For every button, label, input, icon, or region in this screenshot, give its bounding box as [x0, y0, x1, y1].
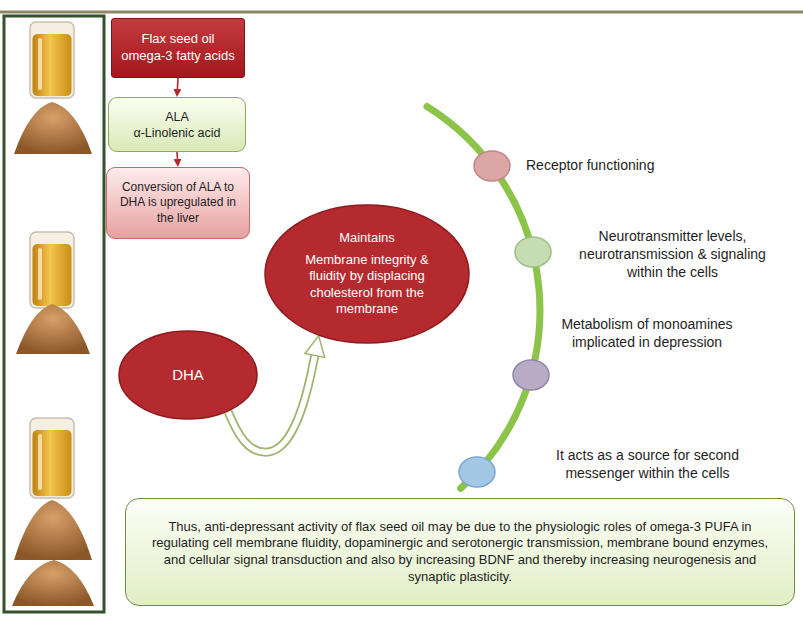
- oil-liquid: [33, 244, 72, 306]
- vial-glass: [30, 232, 74, 308]
- circle-label: Neurotransmitter levels, neurotransmissi…: [575, 228, 770, 282]
- shape-outline: [458, 456, 496, 488]
- role-circle: It acts as a source for second messenger…: [458, 456, 496, 488]
- frame-line: [0, 11, 803, 14]
- glass-highlight: [38, 434, 42, 490]
- node-text: Membrane integrity & fluidity by displac…: [291, 252, 443, 319]
- node-text: Conversion of ALA to DHA is upregulated …: [113, 180, 243, 226]
- role-circle: Receptor functioning: [473, 150, 511, 182]
- source-box: Flax seed oil omega-3 fatty acids: [111, 18, 245, 78]
- connector-arrow: [177, 78, 179, 89]
- flax-powder: [12, 560, 94, 606]
- node-text: α-Linolenic acid: [133, 125, 220, 141]
- circle-label: Receptor functioning: [526, 157, 726, 175]
- shape-fill: [265, 205, 469, 343]
- arrow-line: [177, 78, 179, 89]
- role-circle: Neurotransmitter levels, neurotransmissi…: [514, 236, 552, 268]
- arrow-line: [176, 152, 178, 159]
- role-circle: Metabolism of monoamines implicated in d…: [512, 359, 550, 391]
- vial-glass: [30, 22, 74, 98]
- oil-liquid: [33, 430, 72, 496]
- shape-fill: [459, 457, 495, 487]
- connector-arrow: [177, 152, 178, 159]
- effect-ellipse: MaintainsMembrane integrity & fluidity b…: [264, 204, 470, 344]
- flax-powder: [16, 304, 90, 354]
- shape-fill: [513, 360, 549, 390]
- node-heading: Maintains: [291, 230, 443, 247]
- flax-powder: [14, 102, 92, 154]
- node-text: Flax seed oil omega-3 fatty acids: [118, 31, 238, 64]
- shape-fill: [119, 331, 257, 419]
- glass-highlight: [38, 38, 42, 90]
- circle-label: Metabolism of monoamines implicated in d…: [560, 316, 734, 352]
- shape-fill: [474, 151, 510, 181]
- vial-glass: [30, 418, 74, 498]
- circle-label: It acts as a source for second messenger…: [530, 447, 765, 483]
- glass-highlight: [38, 248, 42, 300]
- shape-outline: [473, 150, 511, 182]
- shape-fill: [515, 237, 551, 267]
- shape-outline: [514, 236, 552, 268]
- oil-liquid: [33, 34, 72, 96]
- conclusion-box: Thus, anti-depressant activity of flax s…: [125, 498, 795, 606]
- product-ellipse: DHA: [118, 330, 258, 420]
- flax-powder: [14, 500, 92, 560]
- process-box: ALAα-Linolenic acid: [108, 97, 246, 152]
- process-box: Conversion of ALA to DHA is upregulated …: [106, 167, 250, 239]
- image-frame: [4, 16, 104, 612]
- shape-outline: [512, 359, 550, 391]
- node-heading: ALA: [165, 109, 189, 125]
- oil-vial: [30, 418, 74, 498]
- node-text: DHA: [133, 365, 243, 384]
- oil-vial: [30, 232, 74, 308]
- oil-vial: [30, 22, 74, 98]
- node-text: Thus, anti-depressant activity of flax s…: [140, 519, 780, 586]
